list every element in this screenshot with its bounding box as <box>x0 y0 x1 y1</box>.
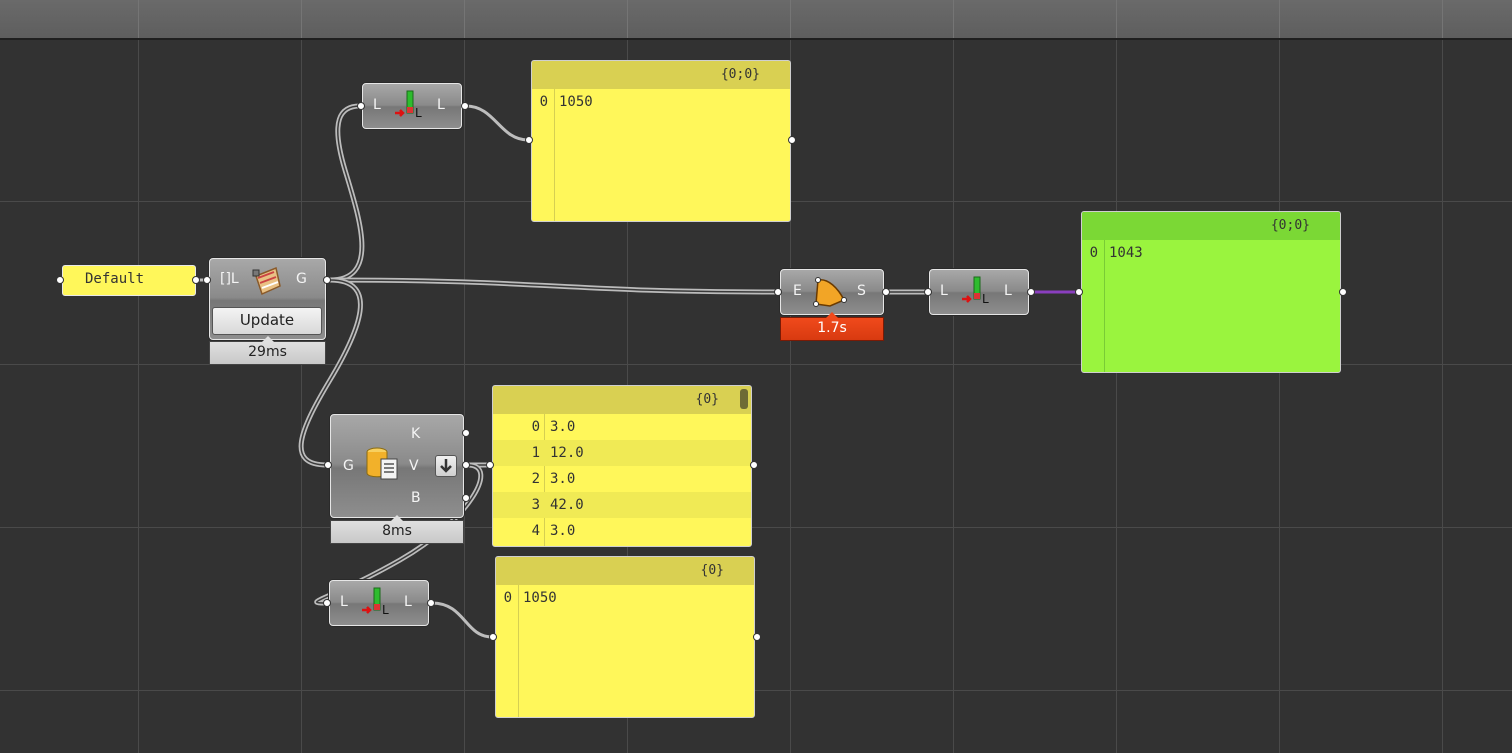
database-icon <box>363 445 401 487</box>
list-length-top-output-grip[interactable] <box>461 102 469 110</box>
list-length-right[interactable]: L L L <box>929 269 1029 315</box>
download-button[interactable] <box>435 455 457 477</box>
list-length-icon: L <box>360 586 394 624</box>
panel-scrollbar[interactable] <box>740 389 748 409</box>
panel-top-path: {0;0} <box>532 61 790 89</box>
list-length-input[interactable]: L <box>940 283 948 299</box>
list-item: 0 1050 <box>503 590 557 606</box>
list-length-icon: L <box>960 275 994 313</box>
panel-bottom-output-grip[interactable] <box>753 633 761 641</box>
list-length-output[interactable]: L <box>1004 283 1012 299</box>
output-port-s[interactable]: S <box>857 283 866 299</box>
list-item: 4 3.0 <box>531 523 576 539</box>
panel-list-output-grip[interactable] <box>750 461 758 469</box>
component-es[interactable]: E S <box>780 269 884 315</box>
list-item: 0 1043 <box>1089 245 1143 261</box>
panel-list-path: {0} <box>493 386 751 414</box>
list-item: 2 3.0 <box>531 471 576 487</box>
list-length-output[interactable]: L <box>437 97 445 113</box>
list-length-icon: L <box>393 89 427 127</box>
panel-green-output-grip[interactable] <box>1339 288 1347 296</box>
panel-list-input-grip[interactable] <box>486 461 494 469</box>
list-item: 1 12.0 <box>493 440 751 466</box>
list-length-bottom[interactable]: L L L <box>329 580 429 626</box>
default-text: Default <box>85 271 145 287</box>
component-kvb-input-grip[interactable] <box>324 461 332 469</box>
list-length-output[interactable]: L <box>404 594 412 610</box>
list-item: 0 1050 <box>539 94 593 110</box>
arrow-down-icon <box>440 459 452 473</box>
panel-top-output-grip[interactable] <box>788 136 796 144</box>
panel-top-input-grip[interactable] <box>525 136 533 144</box>
input-port-e[interactable]: E <box>793 283 802 299</box>
list-length-top[interactable]: L L L <box>362 83 462 129</box>
output-port-k[interactable]: K <box>411 426 421 442</box>
timer-text: 29ms <box>248 344 287 360</box>
output-grip-k[interactable] <box>462 429 470 437</box>
component-a-input-grip[interactable] <box>203 276 211 284</box>
panel-top[interactable]: {0;0} 0 1050 <box>531 60 791 222</box>
panel-list[interactable]: {0} 0 3.0 1 12.0 2 3.0 3 42.0 4 3.0 <box>492 385 752 547</box>
component-es-input-grip[interactable] <box>774 288 782 296</box>
list-length-bottom-input-grip[interactable] <box>323 599 331 607</box>
output-grip-b[interactable] <box>462 494 470 502</box>
input-port-list[interactable]: []L <box>220 271 239 287</box>
default-text-param[interactable]: Default <box>62 265 196 296</box>
panel-green[interactable]: {0;0} 0 1043 <box>1081 211 1341 373</box>
component-es-timer: 1.7s <box>780 312 884 341</box>
svg-text:L: L <box>415 106 422 120</box>
timer-text: 1.7s <box>817 320 847 336</box>
list-length-right-output-grip[interactable] <box>1027 288 1035 296</box>
list-item: 0 3.0 <box>531 419 576 435</box>
panel-bottom-path: {0} <box>496 557 754 585</box>
default-param-input-grip[interactable] <box>56 276 64 284</box>
output-port-g[interactable]: G <box>296 271 307 287</box>
component-kvb-timer: 8ms <box>330 515 464 544</box>
output-grip-v[interactable] <box>462 461 470 469</box>
input-port-g[interactable]: G <box>343 458 354 474</box>
surface-icon <box>812 274 848 314</box>
panel-green-input-grip[interactable] <box>1075 288 1083 296</box>
panel-green-path: {0;0} <box>1082 212 1340 240</box>
timer-text: 8ms <box>382 523 412 539</box>
update-button[interactable]: Update <box>212 307 322 335</box>
panel-bottom[interactable]: {0} 0 1050 <box>495 556 755 718</box>
component-a-timer: 29ms <box>209 336 326 365</box>
list-length-input[interactable]: L <box>340 594 348 610</box>
list-item: 3 42.0 <box>493 492 751 518</box>
component-a-output-grip[interactable] <box>323 276 331 284</box>
output-port-b[interactable]: B <box>411 490 421 506</box>
panel-bottom-input-grip[interactable] <box>489 633 497 641</box>
canvas-toolbar <box>0 0 1512 40</box>
default-param-output-grip[interactable] <box>192 276 200 284</box>
output-port-v[interactable]: V <box>409 458 419 474</box>
list-length-bottom-output-grip[interactable] <box>427 599 435 607</box>
svg-text:L: L <box>382 603 389 617</box>
list-length-right-input-grip[interactable] <box>924 288 932 296</box>
component-es-output-grip[interactable] <box>882 288 890 296</box>
svg-text:L: L <box>982 292 989 306</box>
list-length-input[interactable]: L <box>373 97 381 113</box>
list-length-top-input-grip[interactable] <box>357 102 365 110</box>
loader-icon <box>250 264 284 302</box>
